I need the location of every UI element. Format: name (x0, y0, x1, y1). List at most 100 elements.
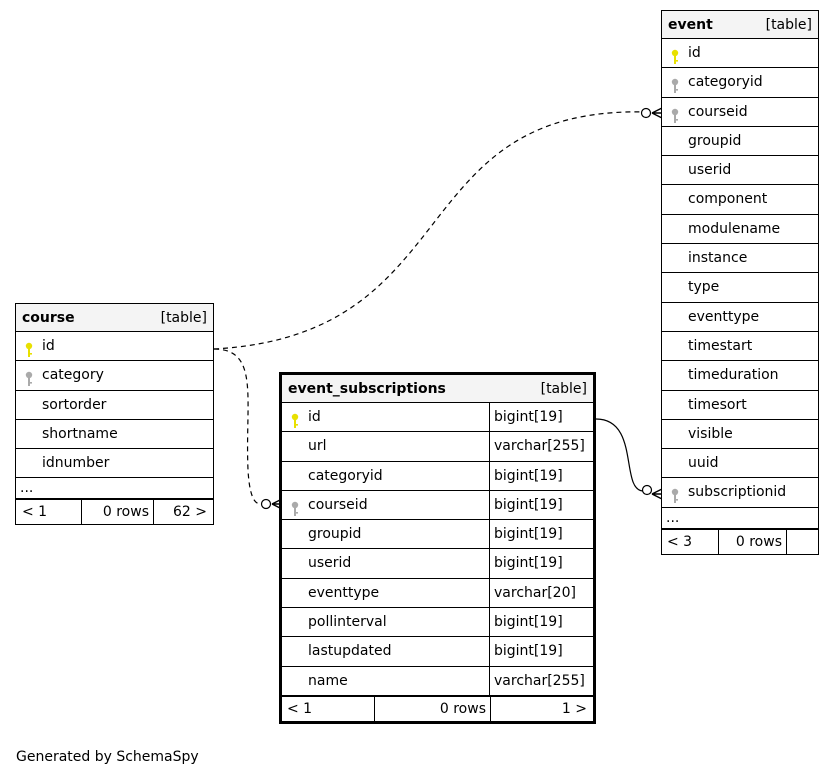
foreign-key-icon (671, 76, 679, 94)
column-row[interactable]: timesort (662, 391, 818, 420)
column-list: id bigint[19] url varchar[255] categoryid big… (282, 403, 593, 696)
generated-by-label: Generated by SchemaSpy (16, 749, 199, 765)
column-name: groupid (308, 526, 362, 543)
column-row[interactable]: component (662, 185, 818, 215)
children-link[interactable]: 62 > (173, 504, 207, 521)
more-columns-indicator: ... (16, 478, 213, 501)
table-footer: < 1 0 rows 62 > (16, 500, 213, 525)
column-type: bigint[19] (489, 403, 593, 432)
column-name: timeduration (688, 367, 779, 384)
column-row[interactable]: courseid (662, 98, 818, 127)
column-name: component (688, 191, 768, 208)
table-header[interactable]: course [table] (16, 304, 213, 332)
primary-key-icon (25, 340, 33, 357)
column-row[interactable]: categoryid (662, 68, 818, 98)
event-subscriptions-table[interactable]: event_subscriptions [table] id bigint[19]… (279, 372, 596, 724)
column-name: courseid (688, 103, 748, 120)
children-link[interactable] (787, 530, 818, 554)
foreign-key-icon (671, 486, 679, 504)
column-name: uuid (688, 455, 719, 472)
column-name: courseid (308, 496, 368, 513)
column-row[interactable]: userid bigint[19] (282, 549, 593, 579)
column-row[interactable]: modulename (662, 215, 818, 245)
table-name: event_subscriptions (288, 381, 446, 397)
table-header[interactable]: event_subscriptions [table] (282, 375, 593, 403)
column-name: sortorder (42, 396, 107, 413)
course-table[interactable]: course [table] id category sortorder shortn… (15, 303, 214, 526)
column-row[interactable]: groupid bigint[19] (282, 520, 593, 550)
column-row[interactable]: id (662, 39, 818, 69)
column-row[interactable]: category (16, 361, 213, 391)
optional-circle-marker (260, 498, 272, 510)
column-row[interactable]: visible (662, 420, 818, 450)
row-count: 0 rows (375, 696, 491, 721)
foreign-key-icon (25, 369, 33, 387)
parents-link[interactable]: < 1 (16, 500, 82, 525)
column-row[interactable]: userid (662, 156, 818, 186)
column-list: id category sortorder shortname idnumber (16, 332, 213, 479)
column-type: bigint[19] (489, 549, 593, 578)
column-row[interactable]: sortorder (16, 391, 213, 420)
column-name: instance (688, 250, 748, 267)
parents-link[interactable]: < 3 (662, 529, 719, 554)
column-name: id (308, 409, 321, 425)
column-name: categoryid (308, 467, 383, 484)
table-name: event (668, 17, 713, 33)
column-type: bigint[19] (489, 461, 593, 490)
column-row[interactable]: id bigint[19] (282, 403, 593, 433)
column-row[interactable]: eventtype (662, 303, 818, 332)
column-row[interactable]: lastupdated bigint[19] (282, 637, 593, 667)
column-name: id (688, 45, 701, 61)
column-row[interactable]: url varchar[255] (282, 432, 593, 462)
table-type-label: [table] (540, 381, 587, 397)
table-footer: < 3 0 rows (662, 529, 818, 554)
column-row[interactable]: subscriptionid (662, 478, 818, 508)
column-row[interactable]: id (16, 332, 213, 362)
column-name: name (308, 672, 348, 689)
column-row[interactable]: type (662, 273, 818, 303)
column-name: userid (308, 555, 352, 572)
column-row[interactable]: groupid (662, 127, 818, 157)
column-name: lastupdated (308, 643, 392, 660)
column-row[interactable]: categoryid bigint[19] (282, 461, 593, 491)
column-row[interactable]: timeduration (662, 361, 818, 391)
event-table[interactable]: event [table] id categoryid courseid groupi… (661, 10, 819, 555)
column-row[interactable]: instance (662, 244, 818, 274)
optional-circle-marker (640, 107, 652, 119)
column-name: url (308, 438, 327, 455)
column-name: pollinterval (308, 614, 387, 631)
table-name: course (22, 310, 75, 326)
crows-foot-marker (651, 488, 663, 500)
column-type: varchar[255] (489, 666, 593, 695)
column-name: eventtype (688, 308, 760, 325)
more-columns-indicator: ... (662, 508, 818, 530)
column-row[interactable]: idnumber (16, 449, 213, 479)
children-link[interactable]: 1 > (561, 700, 587, 717)
parents-link[interactable]: < 1 (282, 696, 375, 721)
column-name: category (42, 367, 104, 384)
column-name: idnumber (42, 455, 110, 472)
subscriptions-to-event-link (595, 418, 644, 492)
row-count: 0 rows (719, 529, 787, 554)
column-row[interactable]: uuid (662, 449, 818, 479)
primary-key-icon (291, 411, 299, 428)
column-row[interactable]: shortname (16, 420, 213, 450)
column-name: groupid (688, 132, 742, 149)
column-type: bigint[19] (489, 520, 593, 549)
column-type: bigint[19] (489, 637, 593, 666)
foreign-key-icon (291, 499, 299, 516)
column-row[interactable]: name varchar[255] (282, 666, 593, 696)
crows-foot-marker (651, 107, 663, 119)
column-type: varchar[255] (489, 432, 593, 461)
column-name: subscriptionid (688, 484, 787, 501)
column-row[interactable]: timestart (662, 332, 818, 362)
column-name: categoryid (688, 74, 763, 91)
table-footer: < 1 0 rows 1 > (282, 695, 593, 721)
foreign-key-icon (671, 106, 679, 123)
column-type: varchar[20] (489, 578, 593, 608)
course-to-subscriptions-link (213, 348, 263, 505)
table-header[interactable]: event [table] (662, 11, 818, 39)
